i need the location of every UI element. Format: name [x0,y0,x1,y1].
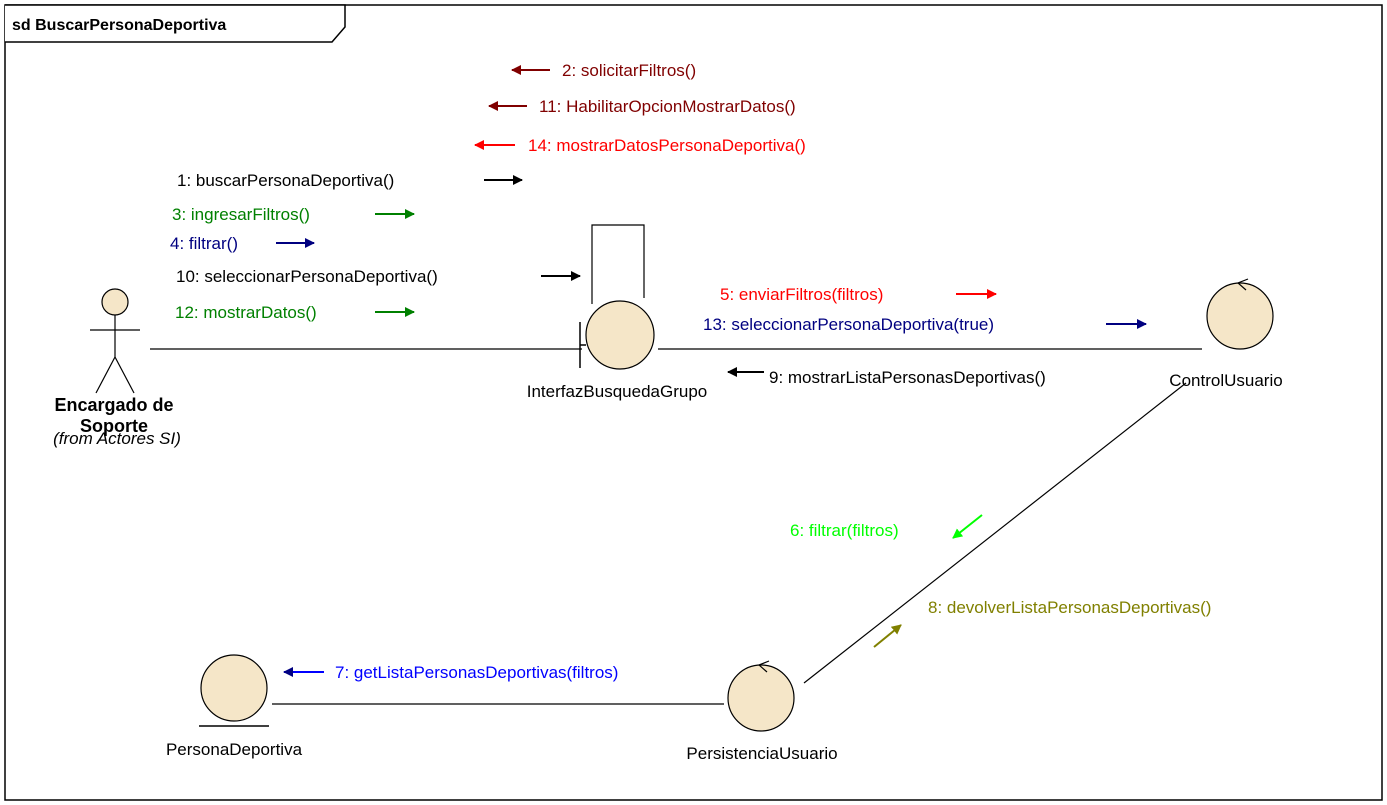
message-6: 6: filtrar(filtros) [790,521,899,540]
actor-encargado-soporte[interactable] [90,288,140,394]
message-7: 7: getListaPersonasDeportivas(filtros) [335,663,618,682]
object-label-interfaz: InterfazBusquedaGrupo [527,382,708,401]
message-9: 9: mostrarListaPersonasDeportivas() [769,368,1046,387]
message-2: 2: solicitarFiltros() [562,61,696,80]
message-3: 3: ingresarFiltros() [172,205,310,224]
actor-name-line1: Encargado de [54,395,173,415]
frame-title: sd BuscarPersonaDeportiva [12,17,226,34]
boundary-object-interfaz[interactable] [579,300,655,370]
control-object-persistencia[interactable] [727,660,795,732]
message-13: 13: seleccionarPersonaDeportiva(true) [703,315,994,334]
object-label-persona: PersonaDeportiva [166,740,303,759]
object-label-control: ControlUsuario [1169,371,1282,390]
entity-object-persona[interactable] [199,654,269,727]
object-label-persistencia: PersistenciaUsuario [686,744,837,763]
arrow-msg-8 [873,624,902,648]
self-link-interfaz [591,224,645,304]
message-4: 4: filtrar() [170,234,238,253]
frame-title-tab [5,4,346,43]
actor-name-line2: Soporte [80,416,148,436]
message-5: 5: enviarFiltros(filtros) [720,285,883,304]
actor-from-package: (from Actores SI) [53,429,181,448]
message-12: 12: mostrarDatos() [175,303,317,322]
arrow-msg-6 [952,514,983,539]
control-object-usuario[interactable] [1206,278,1274,350]
message-8: 8: devolverListaPersonasDeportivas() [928,598,1211,617]
message-11: 11: HabilitarOpcionMostrarDatos() [539,97,796,116]
message-1: 1: buscarPersonaDeportiva() [177,171,394,190]
actor-head [101,288,129,316]
message-14: 14: mostrarDatosPersonaDeportiva() [528,136,806,155]
message-10: 10: seleccionarPersonaDeportiva() [176,267,438,286]
diagram-frame [4,4,1383,801]
link-control-persistencia [803,382,1187,684]
